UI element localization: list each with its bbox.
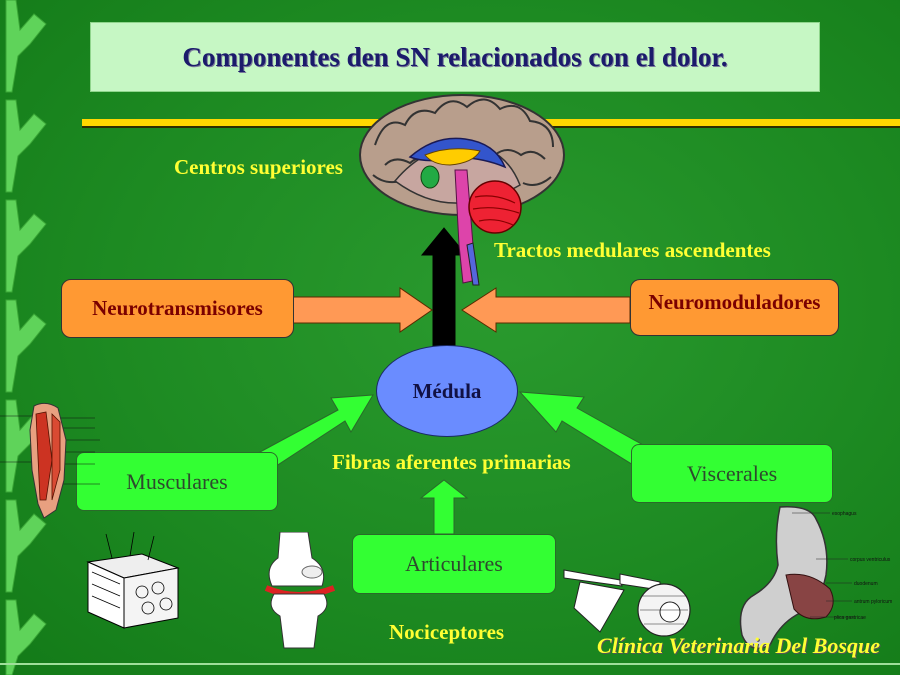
viscerales-label: Viscerales — [687, 461, 777, 487]
footer-divider — [0, 663, 900, 665]
stomach-label-duodenum: duodenum — [854, 581, 878, 587]
articulares-label: Articulares — [405, 551, 503, 577]
label-nociceptores: Nociceptores — [389, 620, 504, 645]
footer-clinic-name: Clínica Veterinaria Del Bosque — [597, 633, 880, 659]
stomach-label-corpus: corpus ventriculus — [850, 557, 891, 563]
label-centros-superiores: Centros superiores — [174, 155, 343, 180]
medula-node: Médula — [376, 345, 518, 437]
label-fibras-aferentes: Fibras aferentes primarias — [332, 450, 571, 475]
musculares-box: Musculares — [76, 452, 278, 511]
articulares-arrow — [421, 480, 467, 534]
label-tractos-medulares: Tractos medulares ascendentes — [494, 238, 771, 263]
musculares-label: Musculares — [126, 469, 227, 495]
articulares-box: Articulares — [352, 534, 556, 594]
knee-joint-illustration — [262, 532, 342, 652]
brain-illustration — [355, 85, 570, 295]
neurotransmisores-box: Neurotransmisores — [61, 279, 294, 338]
stomach-label-esophagus: esophagus — [832, 511, 857, 517]
neuromoduladores-label: Neuromoduladores — [649, 290, 821, 315]
muscle-illustration — [0, 400, 100, 525]
stomach-label-antrum: antrum pyloricum — [854, 599, 892, 605]
viscerales-box: Viscerales — [631, 444, 833, 503]
neurotransmisores-label: Neurotransmisores — [92, 296, 263, 321]
stomach-label-plica: plica gastricae — [834, 615, 866, 621]
neuromoduladores-box: Neuromoduladores — [630, 279, 839, 336]
skin-illustration — [82, 532, 182, 632]
medula-label: Médula — [413, 379, 482, 404]
